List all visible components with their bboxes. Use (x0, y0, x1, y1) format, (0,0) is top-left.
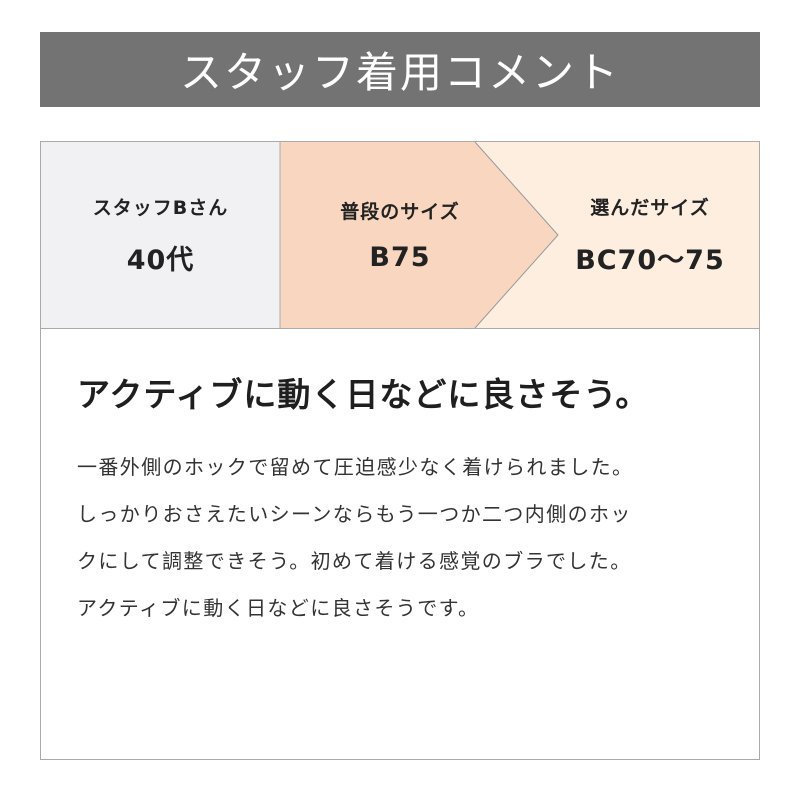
usual-cell-bg (280, 142, 558, 328)
header-bar: スタッフ着用コメント (40, 32, 760, 107)
staff-age: 40代 (126, 245, 195, 276)
staff-info: スタッフBさん 40代 (41, 142, 280, 328)
staff-label: スタッフBさん (92, 197, 229, 219)
comment-line: しっかりおさえたいシーンならもう一つか二つ内側のホッ (77, 502, 632, 526)
usual-size-info: 普段のサイズ B75 (280, 142, 520, 328)
comment-body: 一番外側のホックで留めて圧迫感少なく着けられました。 しっかりおさえたいシーンな… (77, 444, 737, 632)
size-info-row: スタッフBさん 40代 普段のサイズ B75 選んだサイズ BC70〜75 (41, 142, 759, 329)
usual-size-value: B75 (369, 242, 431, 273)
chosen-size-label: 選んだサイズ (590, 197, 710, 219)
comment-heading: アクティブに動く日などに良さそう。 (77, 375, 650, 414)
usual-size-label: 普段のサイズ (340, 201, 460, 223)
comment-line: 一番外側のホックで留めて圧迫感少なく着けられました。 (77, 455, 634, 479)
chosen-size-value: BC70〜75 (575, 245, 725, 276)
chosen-size-info: 選んだサイズ BC70〜75 (541, 142, 759, 328)
page-title: スタッフ着用コメント (179, 48, 620, 97)
comment-panel: スタッフBさん 40代 普段のサイズ B75 選んだサイズ BC70〜75 アク… (40, 141, 760, 760)
chosen-cell-bg (475, 142, 759, 328)
comment-line: アクティブに動く日などに良さそうです。 (77, 596, 480, 620)
comment-line: クにして調整できそう。初めて着ける感覚のブラでした。 (77, 549, 632, 573)
arrow-outline (474, 142, 559, 328)
size-info-background (41, 142, 759, 328)
staff-cell-bg (41, 142, 280, 328)
